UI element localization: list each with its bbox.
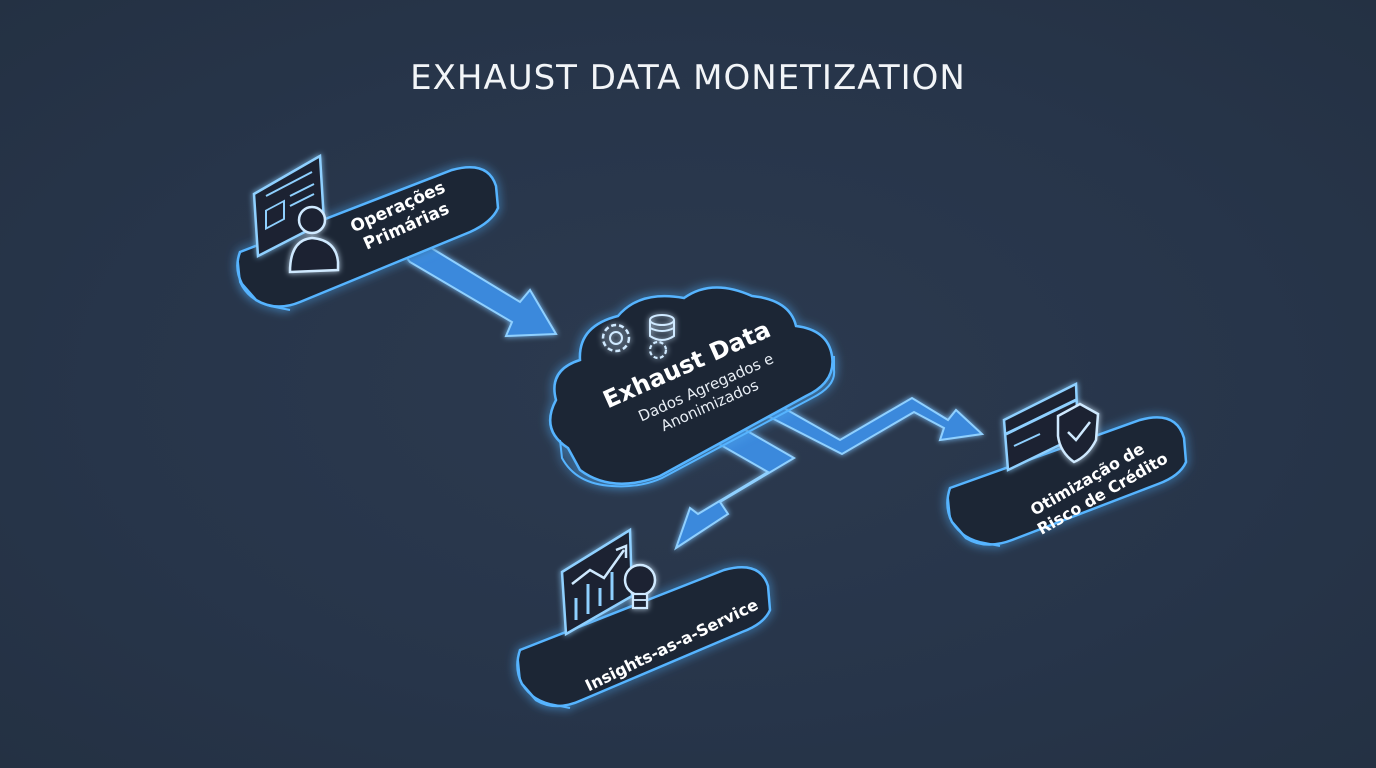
node-credit-risk[interactable]: Otimização de Risco de Crédito bbox=[946, 382, 1188, 547]
arrow-exhaust-to-credit bbox=[745, 396, 985, 456]
node-exhaust-data[interactable]: Exhaust Data Dados Agregados e Anonimiza… bbox=[548, 286, 836, 488]
node-insights[interactable]: Insights-as-a-Service bbox=[516, 527, 772, 709]
card-shield-icon bbox=[1002, 382, 1100, 472]
page-title: EXHAUST DATA MONETIZATION bbox=[410, 58, 966, 98]
gears-database-icon bbox=[601, 314, 675, 360]
arrow-exhaust-to-insights bbox=[674, 418, 796, 551]
chart-lightbulb-icon bbox=[560, 527, 657, 637]
document-user-icon bbox=[252, 153, 340, 274]
arrow-ops-to-exhaust bbox=[400, 238, 558, 338]
